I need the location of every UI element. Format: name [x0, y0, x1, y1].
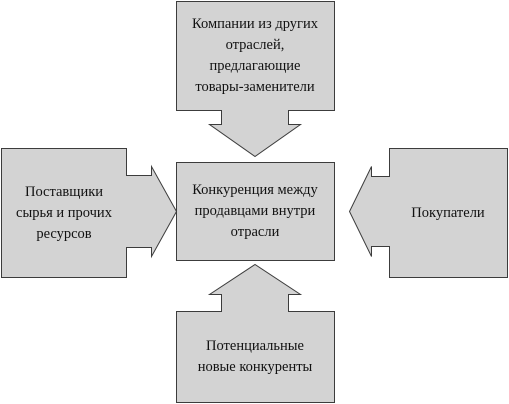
buyers-box-arrow	[348, 148, 508, 278]
suppliers-box-arrow	[1, 148, 178, 278]
buyers-label: Покупатели	[411, 204, 485, 221]
rivalry-box	[176, 162, 335, 261]
suppliers-label: Поставщики сырья и прочих ресурсов	[16, 183, 112, 242]
substitutes-box-arrow	[176, 1, 335, 158]
substitutes-label: Компании из других отраслей, предлагающи…	[192, 16, 318, 95]
rivalry-label: Конкуренция между продавцами внутри отра…	[192, 181, 318, 240]
new-entrants-box-arrow	[176, 263, 335, 403]
new-entrants-label: Потенциальные новые конкуренты	[197, 338, 313, 375]
